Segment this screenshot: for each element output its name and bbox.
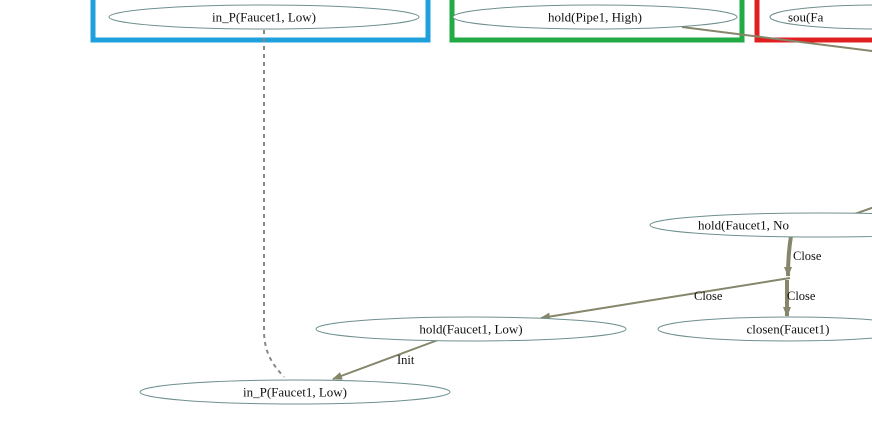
edge-close-main — [784, 235, 793, 277]
node-sou-partial-label: sou(Fa — [788, 10, 824, 25]
node-in-p-bottom[interactable] — [139, 379, 451, 405]
node-in-p-bottom-label: in_P(Faucet1, Low) — [243, 385, 347, 400]
dashed-edge-in-p — [263, 30, 285, 378]
cluster-green-box — [449, 0, 745, 43]
edge-init — [332, 339, 439, 380]
node-closen-faucet1-label: closen(Faucet1) — [746, 322, 829, 337]
node-in-p-top-label: in_P(Faucet1, Low) — [212, 10, 316, 25]
node-in-p-top[interactable] — [108, 4, 420, 30]
node-closen-faucet1[interactable] — [657, 316, 872, 342]
edge-label-close-main: Close — [793, 249, 822, 263]
edge-close-left — [540, 277, 791, 321]
node-sou-partial[interactable] — [769, 4, 872, 30]
node-hold-pipe1-high[interactable] — [452, 4, 738, 30]
edge-label-init: Init — [397, 353, 415, 367]
cluster-red-box — [754, 0, 872, 43]
edge-pipe-to-right — [681, 26, 872, 52]
node-hold-faucet1-partial[interactable] — [649, 212, 872, 238]
node-hold-faucet1-low[interactable] — [315, 316, 627, 342]
node-hold-faucet1-low-label: hold(Faucet1, Low) — [419, 322, 522, 337]
node-hold-pipe1-high-label: hold(Pipe1, High) — [548, 10, 642, 25]
edge-label-close-left: Close — [694, 289, 723, 303]
cluster-blue-box — [90, 0, 431, 43]
edge-label-close-right: Close — [787, 289, 816, 303]
node-hold-faucet1-partial-label: hold(Faucet1, No — [698, 218, 789, 233]
